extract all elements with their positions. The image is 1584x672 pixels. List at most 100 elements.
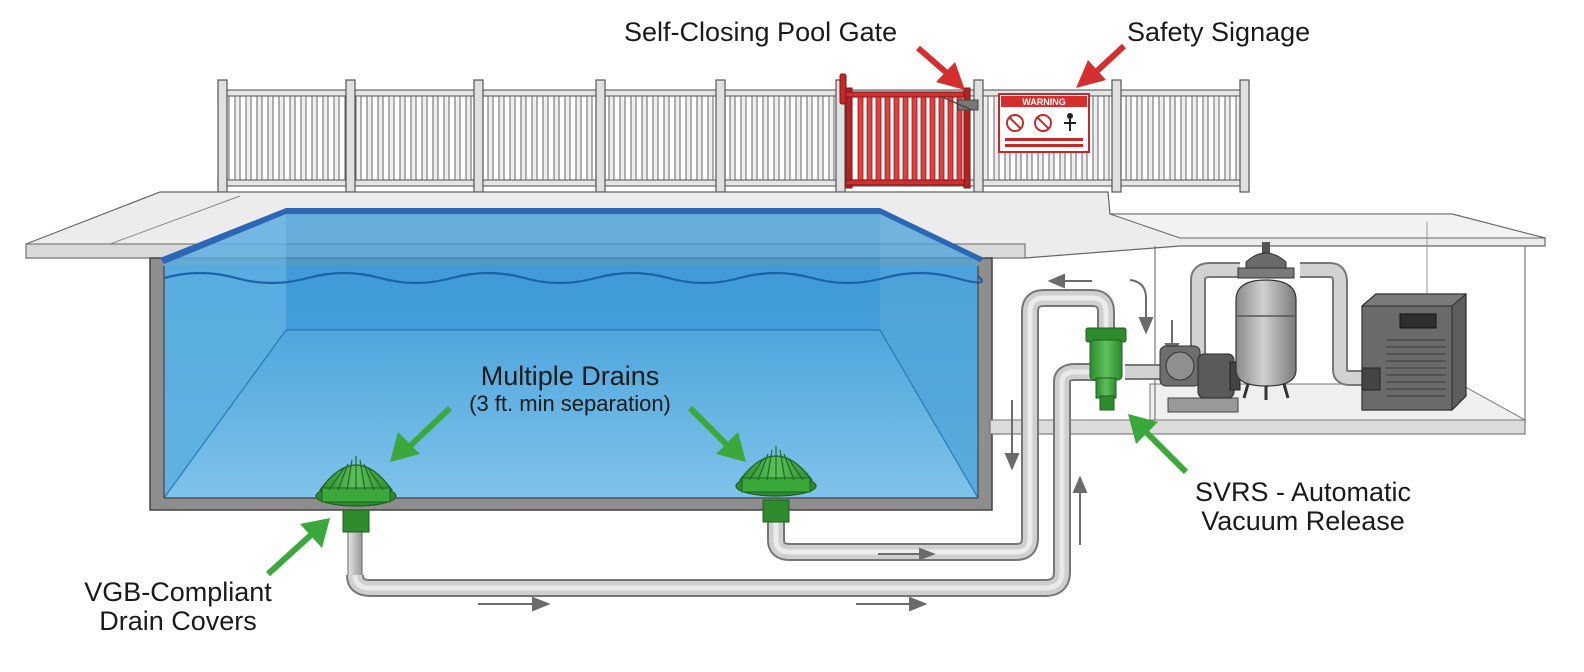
fence-picket bbox=[1202, 95, 1209, 181]
flow-arrow-down-left bbox=[1004, 400, 1020, 471]
fence-post bbox=[1239, 79, 1250, 193]
gate-bar bbox=[920, 96, 927, 181]
fence-picket bbox=[421, 95, 428, 181]
pool-fence bbox=[217, 79, 1250, 193]
flow-arrow-top-left bbox=[1047, 273, 1092, 289]
fence-picket bbox=[234, 95, 241, 181]
fence-picket bbox=[509, 95, 516, 181]
drains-callout-arrow-right bbox=[687, 405, 746, 462]
fence-picket bbox=[619, 95, 626, 181]
fence-picket bbox=[1092, 95, 1099, 181]
gate-bar bbox=[929, 96, 936, 181]
fence-picket bbox=[245, 95, 252, 181]
fence-picket bbox=[586, 95, 593, 181]
gate-bar bbox=[902, 96, 909, 181]
filter-icon bbox=[1235, 242, 1297, 400]
fence-post bbox=[473, 79, 484, 193]
heater-icon bbox=[1360, 293, 1468, 411]
fence-picket bbox=[751, 95, 758, 181]
fence-picket bbox=[729, 95, 736, 181]
fence-picket bbox=[322, 95, 329, 181]
sign-header: WARNING bbox=[1022, 97, 1066, 107]
gate-bar bbox=[947, 96, 954, 181]
fence-picket bbox=[663, 95, 670, 181]
drain-grille-rib bbox=[766, 449, 773, 481]
fence-picket bbox=[696, 95, 703, 181]
fence-picket bbox=[575, 95, 582, 181]
gate-hinge-icon bbox=[839, 73, 847, 105]
svrs-label-line2: Vacuum Release bbox=[1201, 506, 1405, 536]
flow-arrow-bottom-right bbox=[856, 596, 928, 612]
pool-basin bbox=[149, 208, 993, 511]
drain-grille-rib bbox=[783, 453, 795, 481]
fence-post bbox=[595, 79, 606, 193]
drains-callout-arrow-left bbox=[390, 405, 453, 462]
svrs-callout-arrow bbox=[1128, 414, 1189, 475]
drains-label: Multiple Drains (3 ft. min separation) bbox=[440, 362, 700, 417]
fence-picket bbox=[443, 95, 450, 181]
drain-cover-icon bbox=[735, 455, 817, 523]
covers-label-line1: VGB-Compliant bbox=[84, 577, 272, 607]
fence-picket bbox=[256, 95, 263, 181]
fence-picket bbox=[1136, 95, 1143, 181]
fence-picket bbox=[707, 95, 714, 181]
fence-picket bbox=[674, 95, 681, 181]
fence-picket bbox=[641, 95, 648, 181]
svrs-label: SVRS - Automatic Vacuum Release bbox=[1180, 478, 1426, 536]
fence-picket bbox=[982, 95, 989, 181]
drain-grille-rib bbox=[359, 459, 366, 491]
callout-arrows bbox=[265, 43, 1189, 577]
fence-picket bbox=[1180, 95, 1187, 181]
gate-bar bbox=[956, 96, 963, 181]
fence-picket bbox=[399, 95, 406, 181]
fence-picket bbox=[432, 95, 439, 181]
fence-picket bbox=[652, 95, 659, 181]
gate-bar bbox=[911, 96, 918, 181]
warning-sign-icon: WARNING bbox=[998, 93, 1090, 153]
fence-picket bbox=[773, 95, 780, 181]
drain-grille-rib bbox=[748, 457, 765, 481]
signage-callout-arrow bbox=[1076, 43, 1127, 88]
fence-picket bbox=[762, 95, 769, 181]
fence-picket bbox=[630, 95, 637, 181]
drain-grille-rib bbox=[367, 467, 384, 491]
gate-bar bbox=[875, 96, 882, 181]
fence-picket bbox=[487, 95, 494, 181]
fence-picket bbox=[410, 95, 417, 181]
gate-bar bbox=[893, 96, 900, 181]
svrs-label-line1: SVRS - Automatic bbox=[1194, 477, 1412, 507]
fence-picket bbox=[454, 95, 461, 181]
fence-post bbox=[345, 79, 356, 193]
gate-latch-icon bbox=[939, 95, 979, 111]
drain-grille-rib bbox=[787, 457, 804, 481]
fence-picket bbox=[355, 95, 362, 181]
fence-picket bbox=[388, 95, 395, 181]
fence-picket bbox=[1224, 95, 1231, 181]
fence-picket bbox=[685, 95, 692, 181]
gate-bar bbox=[938, 96, 945, 181]
fence-picket bbox=[465, 95, 472, 181]
drains-label-title: Multiple Drains bbox=[480, 361, 660, 391]
self-closing-gate bbox=[839, 73, 979, 189]
fence-picket bbox=[795, 95, 802, 181]
fence-picket bbox=[300, 95, 307, 181]
fence-picket bbox=[542, 95, 549, 181]
flow-arrow-return-down bbox=[1129, 279, 1154, 335]
suction-pipes bbox=[346, 262, 1370, 597]
fence-picket bbox=[817, 95, 824, 181]
pump-icon bbox=[1159, 345, 1241, 413]
gate-bar bbox=[884, 96, 891, 181]
gate-label: Self-Closing Pool Gate bbox=[624, 17, 898, 47]
drains-label-note: (3 ft. min separation) bbox=[469, 391, 671, 416]
drain-grille-rib bbox=[337, 463, 349, 491]
drain-grille-rib bbox=[757, 453, 769, 481]
fence-picket bbox=[498, 95, 505, 181]
fence-picket bbox=[1191, 95, 1198, 181]
covers-callout-arrow bbox=[265, 518, 330, 577]
fence-picket bbox=[377, 95, 384, 181]
fence-picket bbox=[289, 95, 296, 181]
fence-picket bbox=[1158, 95, 1165, 181]
fence-picket bbox=[806, 95, 813, 181]
svrs-valve-icon bbox=[1085, 327, 1127, 411]
